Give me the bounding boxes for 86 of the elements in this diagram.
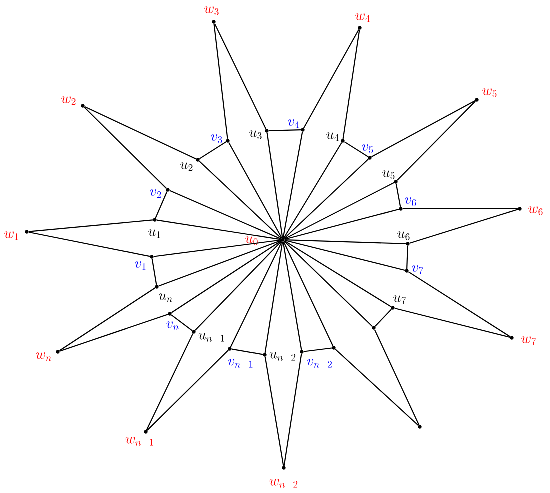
edge-line: [282, 132, 304, 238]
edge-line: [158, 240, 282, 287]
edge-line: [396, 184, 402, 208]
edge-line: [284, 354, 302, 466]
edge-line: [59, 288, 156, 352]
vertex-label: $v_{3}$: [211, 134, 222, 144]
vertex-label: $v_{6}$: [405, 198, 416, 206]
edge-line: [195, 241, 282, 331]
edge-line: [156, 220, 282, 240]
edge-line: [152, 258, 158, 286]
edge-line: [344, 142, 369, 158]
edge-line: [284, 241, 373, 327]
edge-line: [171, 314, 193, 332]
edge-line: [199, 142, 227, 160]
edge-line: [285, 240, 406, 244]
edge-line: [171, 240, 282, 314]
edge-line: [406, 246, 408, 269]
vertex-label: $v_{n-2}$: [307, 359, 332, 368]
edge-line: [264, 242, 284, 354]
edge-line: [154, 240, 282, 258]
vertex-label: $v_{2}$: [150, 190, 162, 198]
edge-line: [397, 101, 476, 181]
vertex-label: $v_{1}$: [135, 262, 146, 270]
vertex-label: $w_{n-1}$: [126, 437, 154, 446]
edge-line: [284, 182, 394, 240]
edge-line: [269, 130, 301, 132]
vertex-label: $w_{3}$: [204, 6, 219, 16]
vertex-label: $w_{1}$: [4, 232, 18, 240]
vertex-label: $v_{5}$: [362, 144, 374, 154]
edge-line: [147, 350, 229, 431]
edge-line: [284, 208, 400, 240]
edge-line: [214, 24, 267, 130]
edge-line: [170, 190, 282, 240]
edge-line: [155, 192, 168, 218]
edge-line: [403, 208, 518, 210]
edge-line: [304, 30, 360, 128]
edge-line: [214, 24, 228, 140]
vertex-label: $u_{n}$: [159, 294, 172, 302]
vertex-label: $w_{2}$: [62, 96, 76, 106]
edge-line: [230, 242, 283, 348]
vertex-label: $u_{5}$: [382, 170, 395, 180]
edge-line: [342, 30, 360, 140]
edge-line: [284, 240, 392, 308]
vertex-label: $u_{1}$: [148, 230, 160, 238]
edge-line: [284, 142, 342, 239]
edge-line: [28, 220, 154, 232]
vertex-label: $w_{7}$: [522, 336, 536, 346]
edge-line: [335, 348, 419, 426]
vertex-label: $w_{n}$: [36, 352, 52, 362]
edge-line: [394, 308, 510, 338]
vertex-label: $u_{n-1}$: [198, 333, 224, 342]
edge-line: [408, 272, 511, 338]
edge-line: [84, 107, 167, 189]
vertex-label: $u_{6}$: [398, 232, 410, 240]
edge-line: [228, 142, 282, 238]
edge-line: [283, 242, 334, 346]
vertex-label: $u_{2}$: [180, 162, 193, 172]
edge-line: [266, 132, 284, 238]
edge-line: [284, 240, 406, 272]
edge-line: [232, 348, 264, 356]
edge-line: [84, 106, 196, 160]
vertex-label: $u_{4}$: [326, 132, 339, 142]
vertex-label: $w_{n-2}$: [270, 479, 298, 488]
edge-line: [264, 356, 284, 466]
edge-line: [374, 330, 420, 426]
vertex-label: $u_{3}$: [250, 130, 262, 140]
edge-line: [199, 160, 282, 239]
edge-line: [304, 348, 332, 352]
vertex-label: $u_{7}$: [394, 296, 406, 304]
edge-line: [375, 309, 392, 327]
vertex-label: $w_{4}$: [356, 14, 370, 22]
vertex-label: $w_{5}$: [482, 88, 497, 98]
edge-line: [28, 232, 150, 258]
edge-line: [410, 209, 518, 244]
vertex-label: $u_{n-2}$: [270, 352, 296, 361]
edge-line: [282, 242, 302, 350]
edge-line: [146, 334, 194, 430]
vertex-label: $w_{6}$: [528, 206, 543, 216]
vertex-label: $v_{4}$: [288, 120, 300, 128]
edge-line: [60, 314, 168, 352]
edge-line: [284, 159, 369, 239]
vertex-label: $v_{n}$: [166, 322, 179, 330]
vertex-label: $u_{0}$: [246, 236, 258, 246]
vertex-label: $v_{7}$: [412, 266, 424, 274]
vertex-label: $v_{n-1}$: [228, 359, 253, 368]
edge-line: [372, 100, 476, 158]
